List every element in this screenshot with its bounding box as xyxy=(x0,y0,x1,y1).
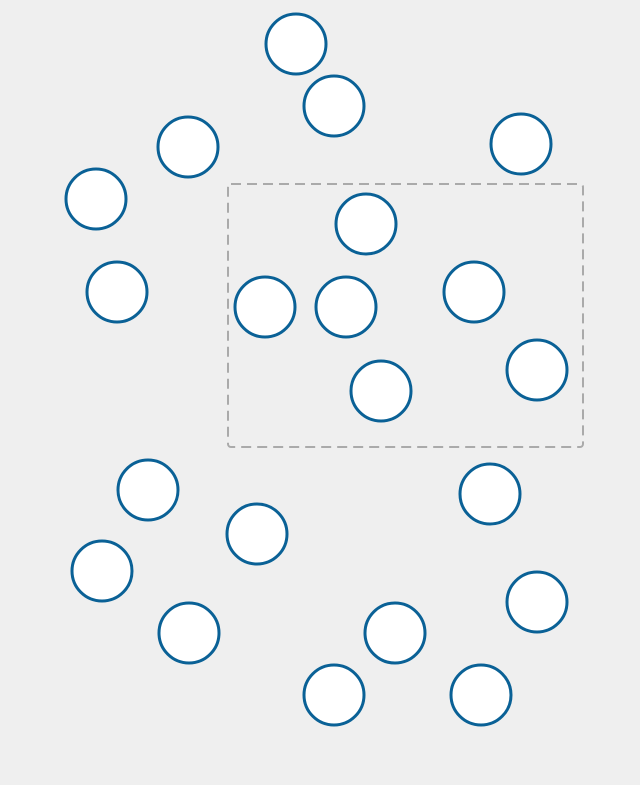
circle-node[interactable] xyxy=(302,74,366,138)
circle-node[interactable] xyxy=(458,462,522,526)
selection-box[interactable] xyxy=(227,183,584,448)
circle-node[interactable] xyxy=(116,458,180,522)
circle-node[interactable] xyxy=(225,502,289,566)
circle-node[interactable] xyxy=(302,663,366,727)
circle-node[interactable] xyxy=(363,601,427,665)
circle-node[interactable] xyxy=(442,260,506,324)
circle-node[interactable] xyxy=(449,663,513,727)
circle-node[interactable] xyxy=(157,601,221,665)
circle-node[interactable] xyxy=(70,539,134,603)
circle-node[interactable] xyxy=(85,260,149,324)
circle-node[interactable] xyxy=(233,275,297,339)
circle-node[interactable] xyxy=(489,112,553,176)
circle-node[interactable] xyxy=(349,359,413,423)
circle-node[interactable] xyxy=(505,570,569,634)
circles-group xyxy=(64,12,569,727)
circle-node[interactable] xyxy=(505,338,569,402)
circle-node[interactable] xyxy=(334,192,398,256)
circle-node[interactable] xyxy=(156,115,220,179)
circle-node[interactable] xyxy=(264,12,328,76)
circle-node[interactable] xyxy=(64,167,128,231)
circle-node[interactable] xyxy=(314,275,378,339)
